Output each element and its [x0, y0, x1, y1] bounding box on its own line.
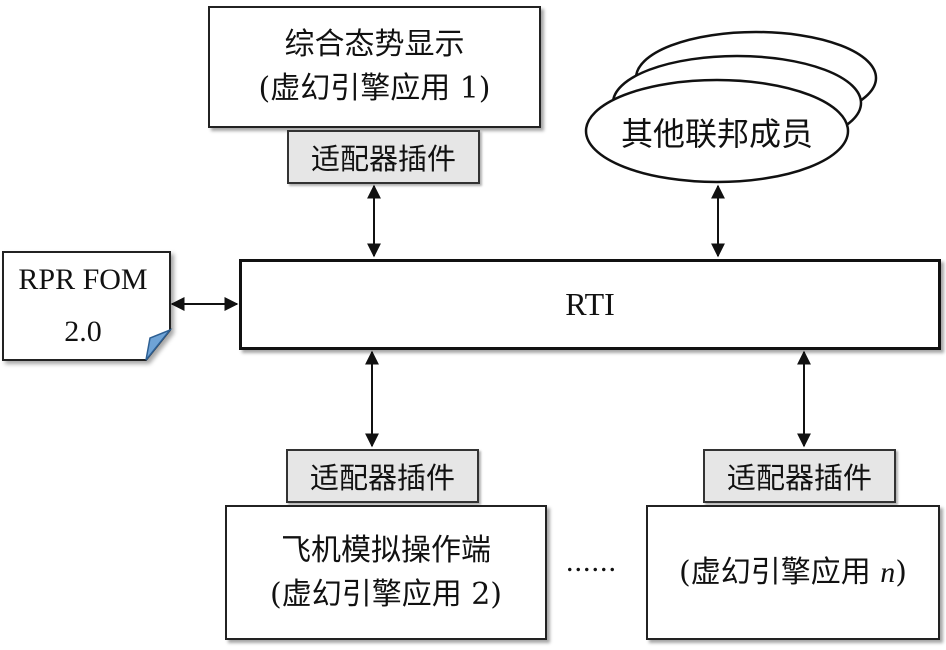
fom-document-fold	[145, 328, 173, 361]
adapter-plugin-1-label: 适配器插件	[310, 142, 456, 176]
app-n-box: (虚幻引擎应用 n)	[646, 505, 940, 640]
ellipsis-separator: ......	[566, 545, 617, 578]
rti-label: RTI	[565, 286, 615, 322]
fom-line2: 2.0	[64, 315, 102, 348]
fom-document-text: RPR FOM 2.0	[3, 254, 163, 358]
app-n-label: (虚幻引擎应用 n)	[679, 554, 907, 590]
adapter-plugin-1: 适配器插件	[287, 130, 480, 184]
adapter-plugin-2-label: 适配器插件	[309, 461, 455, 495]
adapter-plugin-n: 适配器插件	[703, 449, 896, 503]
fom-line1: RPR FOM	[18, 263, 148, 296]
situation-display-box: 综合态势显示 (虚幻引擎应用 1)	[208, 6, 541, 128]
federate-ellipse-front	[584, 78, 850, 184]
app-n-variable: n	[880, 555, 896, 589]
adapter-plugin-2: 适配器插件	[286, 449, 479, 503]
flight-sim-box: 飞机模拟操作端 (虚幻引擎应用 2)	[225, 505, 547, 640]
adapter-plugin-n-label: 适配器插件	[726, 461, 872, 495]
rti-bar: RTI	[239, 259, 941, 350]
flight-sim-subtitle: (虚幻引擎应用 2)	[269, 576, 503, 612]
flight-sim-title: 飞机模拟操作端	[281, 532, 491, 568]
situation-display-title: 综合态势显示	[284, 27, 465, 62]
other-members-label: 其他联邦成员	[620, 115, 813, 153]
situation-display-subtitle: (虚幻引擎应用 1)	[258, 71, 491, 106]
